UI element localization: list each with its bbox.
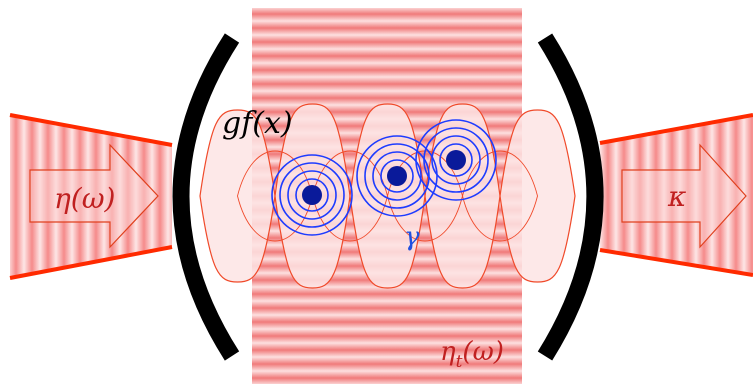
transverse-pump-label-sub: t bbox=[456, 352, 463, 372]
atom-core bbox=[446, 150, 466, 170]
atom-ring bbox=[279, 162, 345, 228]
atom-core bbox=[302, 185, 322, 205]
input-arrow bbox=[29, 143, 159, 249]
input-beam bbox=[9, 113, 173, 280]
atom-ring bbox=[431, 135, 481, 185]
output-beam-upper-edge bbox=[599, 113, 753, 145]
atom-ring bbox=[356, 135, 438, 217]
atom-ring bbox=[271, 154, 353, 236]
right-mirror bbox=[537, 33, 604, 361]
atom bbox=[356, 135, 438, 217]
atom-ring bbox=[439, 143, 473, 177]
left-mirror bbox=[172, 33, 240, 361]
transverse-pump-label: ηt(ω) bbox=[440, 337, 504, 372]
mode-lobe-inner bbox=[462, 150, 538, 242]
input-beam-upper-edge bbox=[9, 113, 173, 147]
cavity-loss-label: κ bbox=[667, 180, 686, 213]
atom-ring bbox=[415, 119, 497, 201]
atom bbox=[415, 119, 497, 201]
output-arrow bbox=[621, 143, 747, 249]
atom-ring bbox=[423, 127, 489, 193]
atom bbox=[271, 154, 353, 236]
decay-label: γ bbox=[404, 222, 420, 252]
atoms bbox=[271, 119, 497, 236]
output-beam-lower-edge bbox=[599, 248, 753, 277]
atom-ring bbox=[295, 178, 329, 212]
atom-ring bbox=[372, 151, 422, 201]
pump-label: η(ω) bbox=[54, 182, 115, 215]
output-beam bbox=[599, 113, 753, 277]
atom-ring bbox=[287, 170, 337, 220]
atom-core bbox=[387, 166, 407, 186]
transverse-pump-label-main: η bbox=[440, 337, 456, 367]
atom-ring bbox=[380, 159, 414, 193]
input-beam-lower-edge bbox=[9, 245, 173, 280]
coupling-label: gf(x) bbox=[222, 106, 293, 141]
transverse-pump-label-arg: (ω) bbox=[462, 337, 504, 367]
